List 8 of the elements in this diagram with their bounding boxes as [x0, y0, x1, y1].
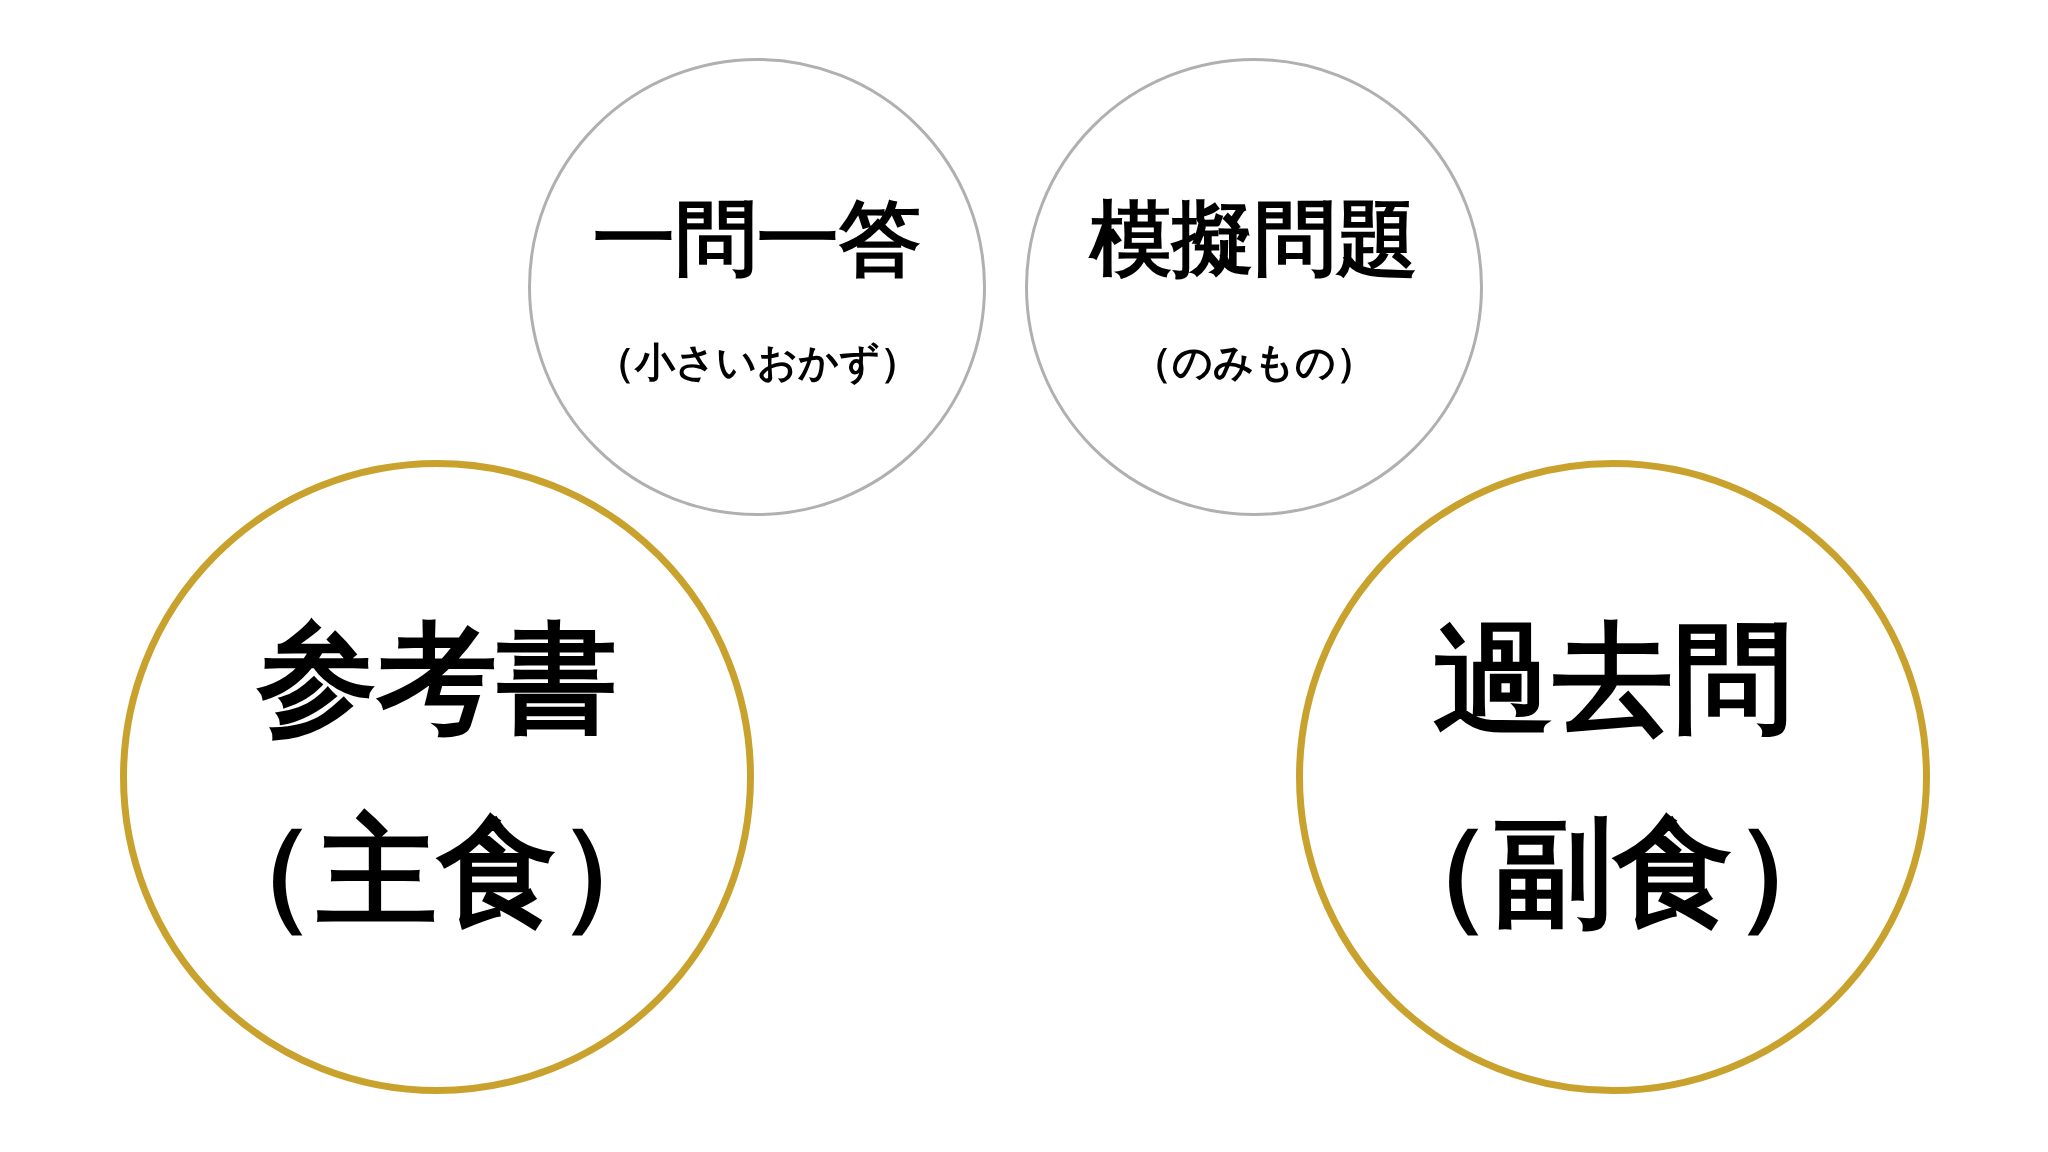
circle-title: 模擬問題	[1090, 189, 1418, 288]
circle-subtitle: （主食）	[197, 801, 677, 943]
circle-title: 一問一答	[593, 189, 921, 288]
circle-subtitle: （副食）	[1373, 801, 1853, 943]
circle-subtitle: （のみもの）	[1132, 337, 1376, 387]
circle-title: 参考書	[257, 608, 617, 750]
circle-subtitle: （小さいおかず）	[594, 337, 920, 387]
circle-title: 過去問	[1433, 608, 1793, 750]
